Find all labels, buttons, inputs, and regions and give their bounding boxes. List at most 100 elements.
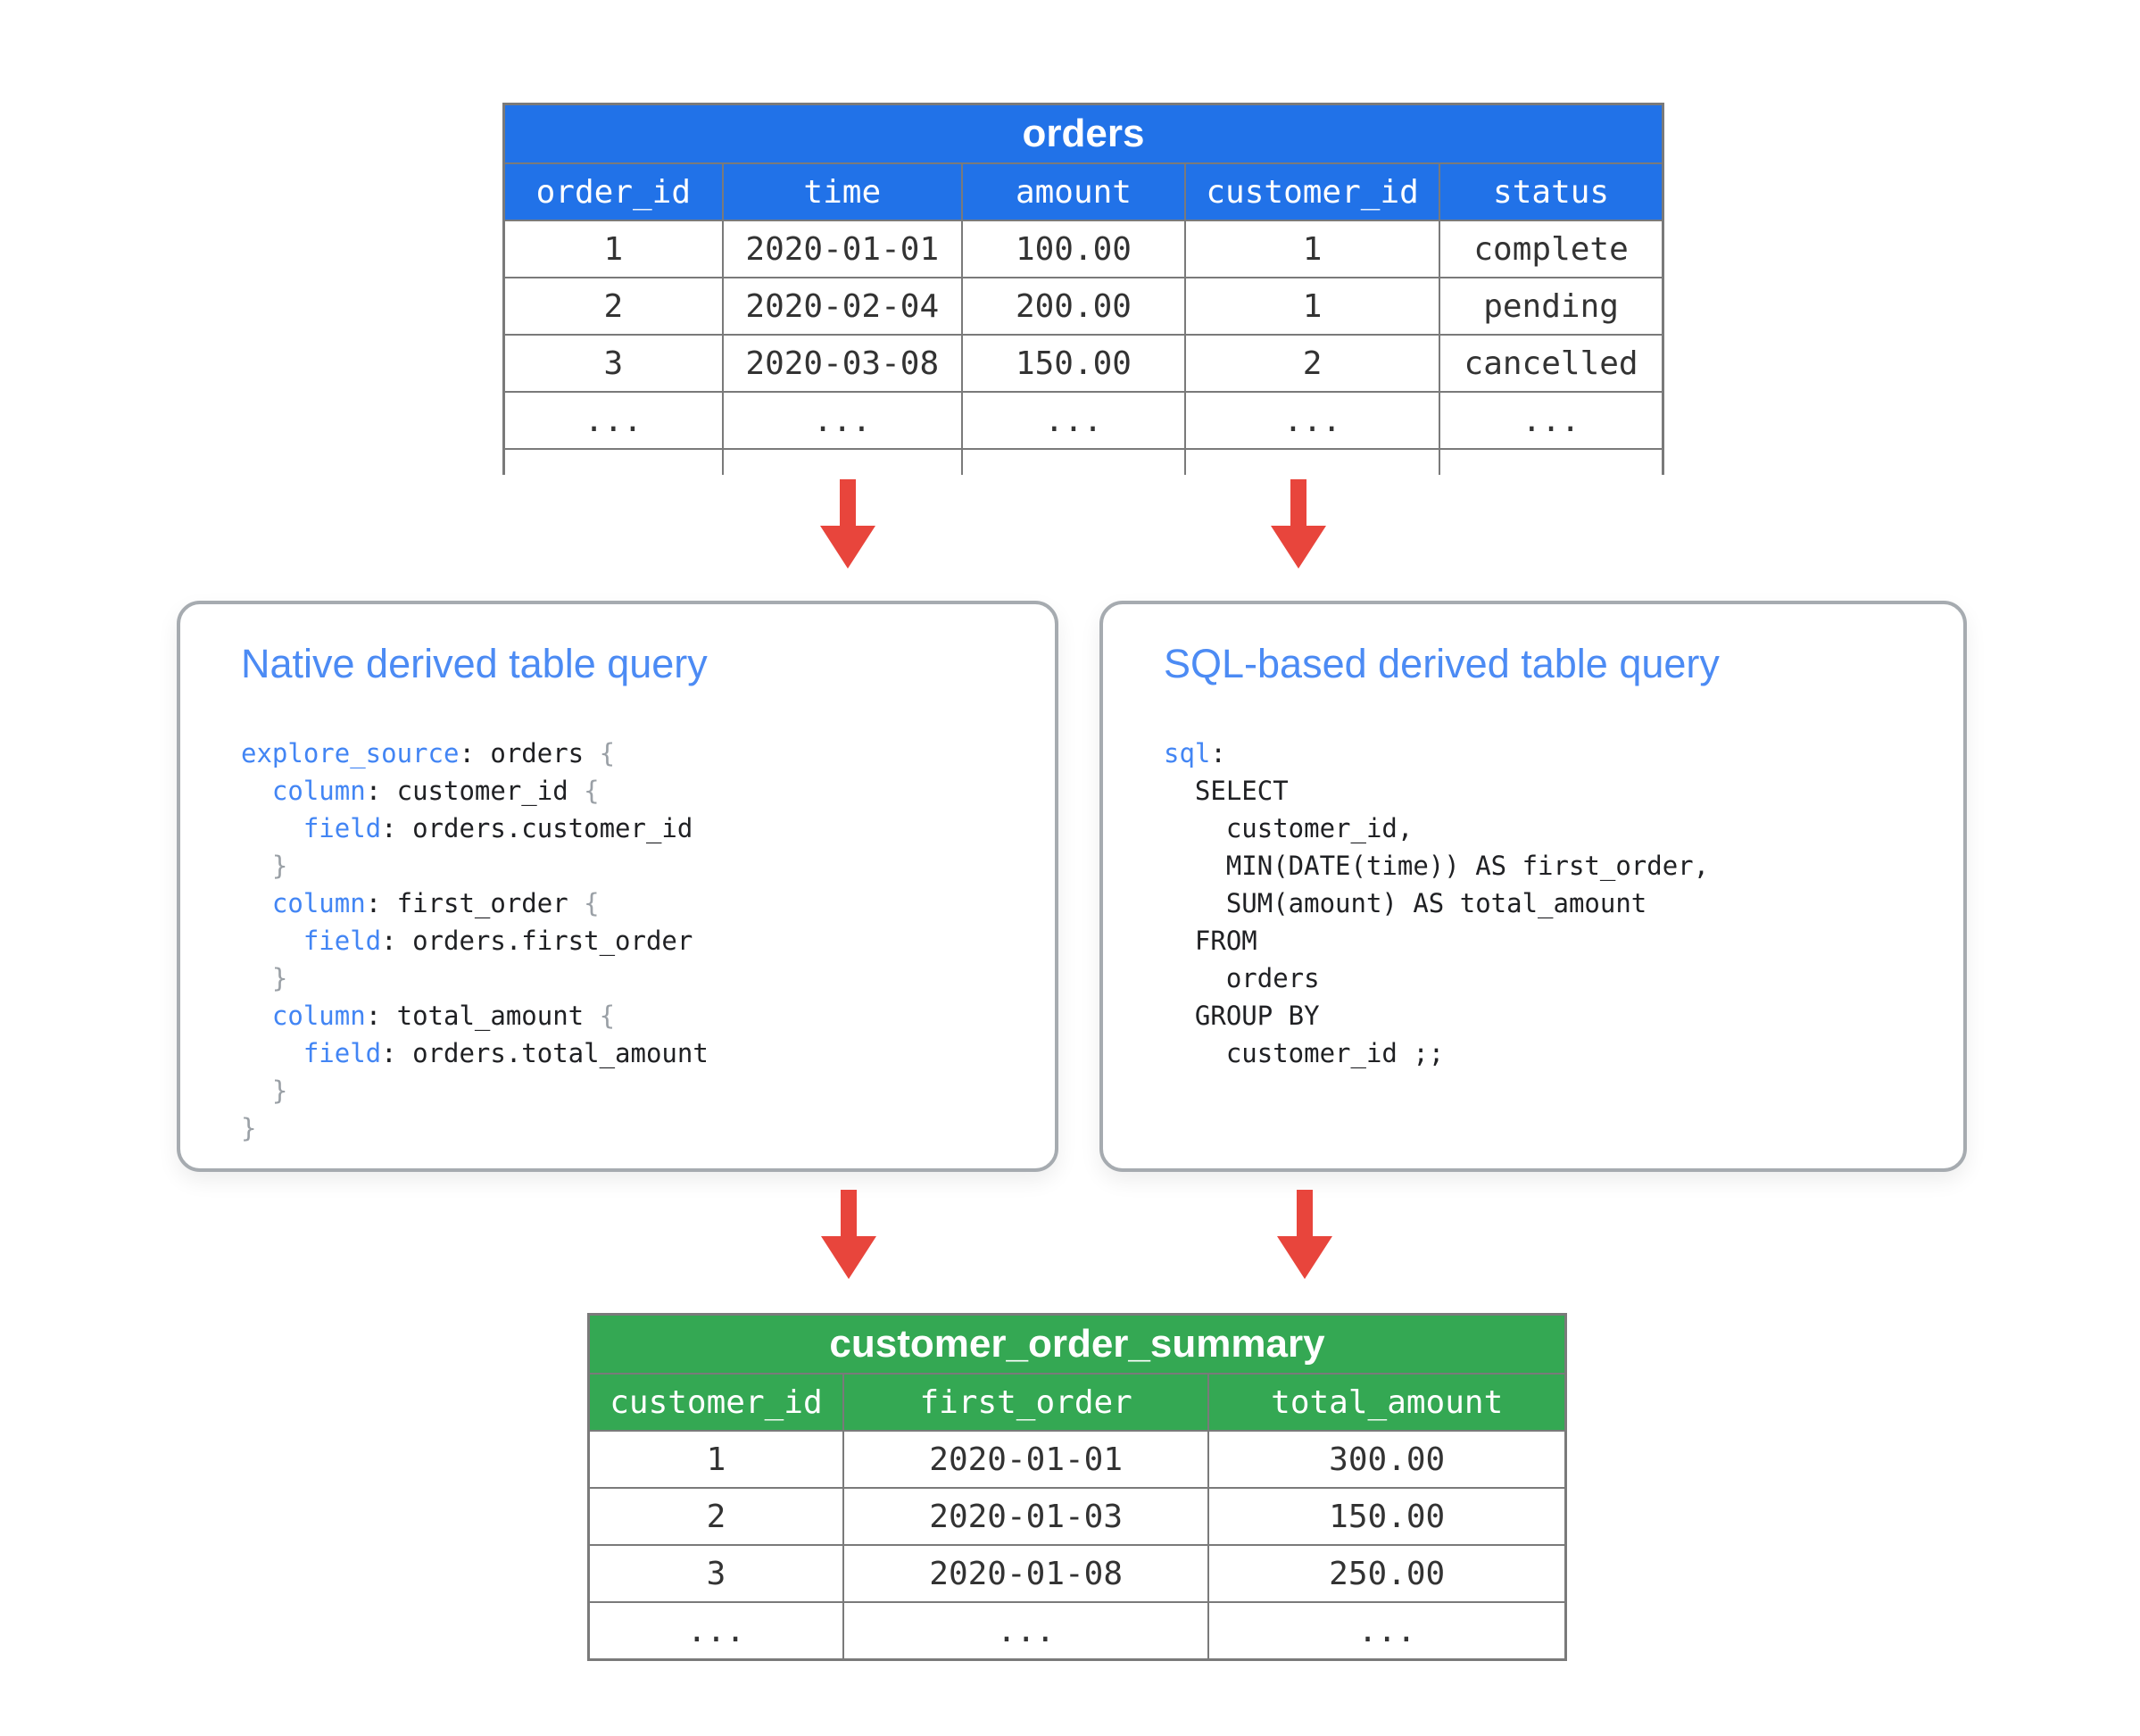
table-row: ......... bbox=[590, 1601, 1564, 1658]
table-cell: 1 bbox=[1184, 220, 1441, 278]
column-header: customer_id bbox=[1184, 164, 1441, 221]
code-token bbox=[241, 1001, 272, 1031]
code-line: GROUP BY bbox=[1164, 997, 1945, 1034]
code-token: : customer_id bbox=[365, 776, 585, 806]
code-token bbox=[241, 813, 303, 843]
arrow-shaft bbox=[1290, 479, 1306, 526]
code-token: field bbox=[303, 926, 382, 956]
code-token: } bbox=[271, 963, 288, 993]
code-token: { bbox=[599, 738, 616, 768]
code-line: FROM bbox=[1164, 922, 1945, 959]
arrow-shaft bbox=[841, 1190, 857, 1236]
table-cell: 2020-02-04 bbox=[721, 277, 963, 336]
table-cell: 2020-01-08 bbox=[842, 1544, 1210, 1603]
table-cell: 3 bbox=[505, 334, 724, 393]
table-cell bbox=[721, 448, 963, 475]
orders-table-title: orders bbox=[505, 105, 1662, 164]
table-row: ............... bbox=[505, 391, 1662, 450]
code-line: SUM(amount) AS total_amount bbox=[1164, 885, 1945, 922]
code-token: orders bbox=[1164, 963, 1320, 993]
arrow-head-icon bbox=[820, 526, 875, 569]
code-token bbox=[241, 888, 272, 918]
column-header: customer_id bbox=[590, 1375, 844, 1432]
code-line: field: orders.total_amount bbox=[241, 1034, 1037, 1072]
code-token bbox=[241, 851, 272, 881]
code-line: customer_id ;; bbox=[1164, 1034, 1945, 1072]
code-line: } bbox=[241, 1109, 1037, 1147]
down-arrow-to-native-box bbox=[820, 479, 875, 569]
table-cell: 1 bbox=[590, 1430, 844, 1489]
code-token bbox=[241, 1038, 303, 1068]
code-line: } bbox=[241, 959, 1037, 997]
table-cell: ... bbox=[960, 391, 1187, 450]
down-arrow-from-native-box bbox=[821, 1190, 876, 1279]
code-line: } bbox=[241, 1072, 1037, 1109]
table-cell: complete bbox=[1439, 220, 1662, 278]
column-header: order_id bbox=[505, 164, 724, 221]
code-token: MIN(DATE(time)) AS first_order, bbox=[1164, 851, 1710, 881]
native-lookml-code: explore_source: orders { column: custome… bbox=[241, 735, 1037, 1147]
table-cell bbox=[1184, 448, 1441, 475]
code-token: : orders.customer_id bbox=[381, 813, 693, 843]
arrow-shaft bbox=[840, 479, 856, 526]
code-line: field: orders.customer_id bbox=[241, 810, 1037, 847]
code-token: column bbox=[271, 776, 366, 806]
table-cell: ... bbox=[590, 1601, 844, 1658]
code-line: field: orders.first_order bbox=[241, 922, 1037, 959]
table-cell: 2020-01-01 bbox=[842, 1430, 1210, 1489]
sql-box-title: SQL-based derived table query bbox=[1164, 641, 1720, 686]
table-cell: ... bbox=[1184, 391, 1441, 450]
code-token: GROUP BY bbox=[1164, 1001, 1320, 1031]
arrow-shaft bbox=[1297, 1190, 1313, 1236]
arrow-head-icon bbox=[1277, 1236, 1332, 1279]
code-line: orders bbox=[1164, 959, 1945, 997]
code-token: column bbox=[271, 888, 366, 918]
table-cell: pending bbox=[1439, 277, 1662, 336]
table-cell: 300.00 bbox=[1207, 1430, 1564, 1489]
native-derived-query-box: Native derived table query explore_sourc… bbox=[177, 601, 1058, 1172]
table-cell: 250.00 bbox=[1207, 1544, 1564, 1603]
code-token bbox=[241, 926, 303, 956]
code-line: sql: bbox=[1164, 735, 1945, 772]
code-line: column: customer_id { bbox=[241, 772, 1037, 810]
down-arrow-from-sql-box bbox=[1277, 1190, 1332, 1279]
arrow-head-icon bbox=[821, 1236, 876, 1279]
code-token: sql bbox=[1164, 738, 1211, 768]
code-token: explore_source bbox=[241, 738, 460, 768]
code-token: : orders.total_amount bbox=[381, 1038, 709, 1068]
table-cell: 200.00 bbox=[960, 277, 1187, 336]
table-cell: cancelled bbox=[1439, 334, 1662, 393]
table-cell: 2 bbox=[1184, 334, 1441, 393]
code-token: column bbox=[271, 1001, 366, 1031]
column-header: first_order bbox=[842, 1375, 1210, 1432]
sql-code: sql: SELECT customer_id, MIN(DATE(time))… bbox=[1164, 735, 1945, 1072]
table-cell: 150.00 bbox=[1207, 1487, 1564, 1546]
column-header: time bbox=[721, 164, 963, 221]
code-token: customer_id ;; bbox=[1164, 1038, 1445, 1068]
table-cell: 1 bbox=[505, 220, 724, 278]
column-header: total_amount bbox=[1207, 1375, 1564, 1432]
code-token: : first_order bbox=[365, 888, 585, 918]
code-line: } bbox=[241, 847, 1037, 885]
code-token: SUM(amount) AS total_amount bbox=[1164, 888, 1647, 918]
table-cell: ... bbox=[1439, 391, 1662, 450]
code-token: customer_id, bbox=[1164, 813, 1414, 843]
code-token bbox=[241, 963, 272, 993]
code-token: } bbox=[241, 1113, 257, 1143]
code-line: explore_source: orders { bbox=[241, 735, 1037, 772]
code-token: : bbox=[1210, 738, 1226, 768]
code-token: SELECT bbox=[1164, 776, 1289, 806]
native-box-title: Native derived table query bbox=[241, 641, 708, 686]
table-cell: 2020-01-03 bbox=[842, 1487, 1210, 1546]
code-token: { bbox=[584, 776, 600, 806]
code-token: : orders bbox=[459, 738, 600, 768]
table-cell: ... bbox=[721, 391, 963, 450]
code-line: MIN(DATE(time)) AS first_order, bbox=[1164, 847, 1945, 885]
code-token bbox=[241, 1076, 272, 1106]
